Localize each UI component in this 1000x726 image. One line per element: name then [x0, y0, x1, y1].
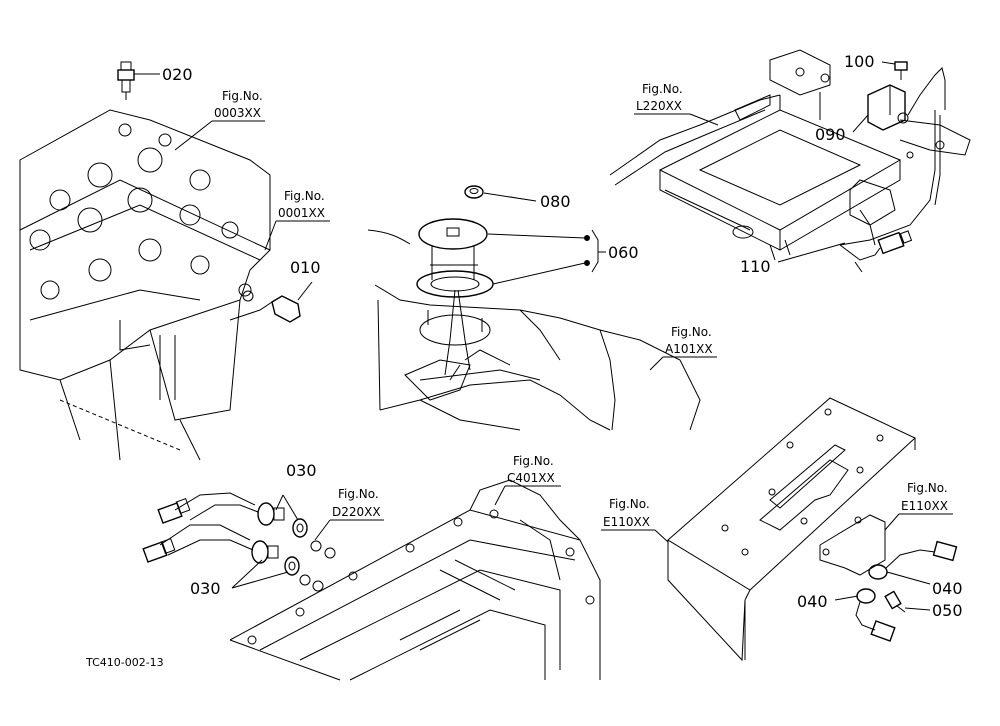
switch-040-upper — [868, 540, 958, 580]
part-label-040-lower: 040 — [797, 592, 828, 611]
sensor-020 — [117, 61, 160, 100]
part-label-020: 020 — [162, 65, 193, 84]
ref-e110xx-title-left: Fig.No. — [609, 497, 650, 511]
ref-l220xx-title: Fig.No. — [642, 82, 683, 96]
ref-0003xx-code: 0003XX — [214, 106, 261, 120]
part-label-030-upper: 030 — [286, 461, 317, 480]
cover-plate — [667, 397, 916, 662]
switch-090 — [839, 67, 946, 246]
switch-bracket — [819, 514, 886, 576]
ref-c401xx-title: Fig.No. — [513, 454, 554, 468]
nut-080 — [464, 185, 537, 202]
part-label-040-upper: 040 — [932, 579, 963, 598]
ref-c401xx-code: C401XX — [507, 471, 555, 485]
part-label-060: 060 — [608, 243, 639, 262]
harness-110 — [839, 230, 913, 273]
drawing-code: TC410-002-13 — [85, 656, 164, 669]
part-label-010: 010 — [290, 258, 321, 277]
sensor-010 — [242, 281, 313, 323]
ref-e110xx-code-right: E110XX — [901, 499, 948, 513]
part-label-080: 080 — [540, 192, 571, 211]
ref-d220xx-code: D220XX — [332, 505, 381, 519]
part-label-110: 110 — [740, 257, 771, 276]
switch-050 — [884, 590, 906, 613]
ref-l220xx-code: L220XX — [636, 99, 682, 113]
ref-a101xx-code: A101XX — [665, 342, 713, 356]
part-label-090: 090 — [815, 125, 846, 144]
ref-a101xx-title: Fig.No. — [671, 325, 712, 339]
mounting-frame — [609, 49, 971, 261]
part-label-100: 100 — [844, 52, 875, 71]
fuel-tank — [367, 229, 701, 431]
ref-0001xx-title: Fig.No. — [284, 189, 325, 203]
part-label-030-lower: 030 — [190, 579, 221, 598]
switch-040-lower — [855, 588, 896, 642]
ref-0001xx-code: 0001XX — [278, 206, 325, 220]
part-label-050: 050 — [932, 601, 963, 620]
ref-e110xx-code-left: E110XX — [603, 515, 650, 529]
ref-e110xx-title-right: Fig.No. — [907, 481, 948, 495]
ref-d220xx-title: Fig.No. — [338, 487, 379, 501]
bolt-100 — [894, 61, 908, 80]
switch-030-lower — [142, 524, 324, 592]
transmission-case — [229, 479, 601, 681]
engine-cylinder-head — [19, 109, 276, 461]
switch-030-upper — [157, 492, 336, 559]
fuel-sender-060 — [416, 218, 494, 376]
ref-0003xx-title: Fig.No. — [222, 89, 263, 103]
